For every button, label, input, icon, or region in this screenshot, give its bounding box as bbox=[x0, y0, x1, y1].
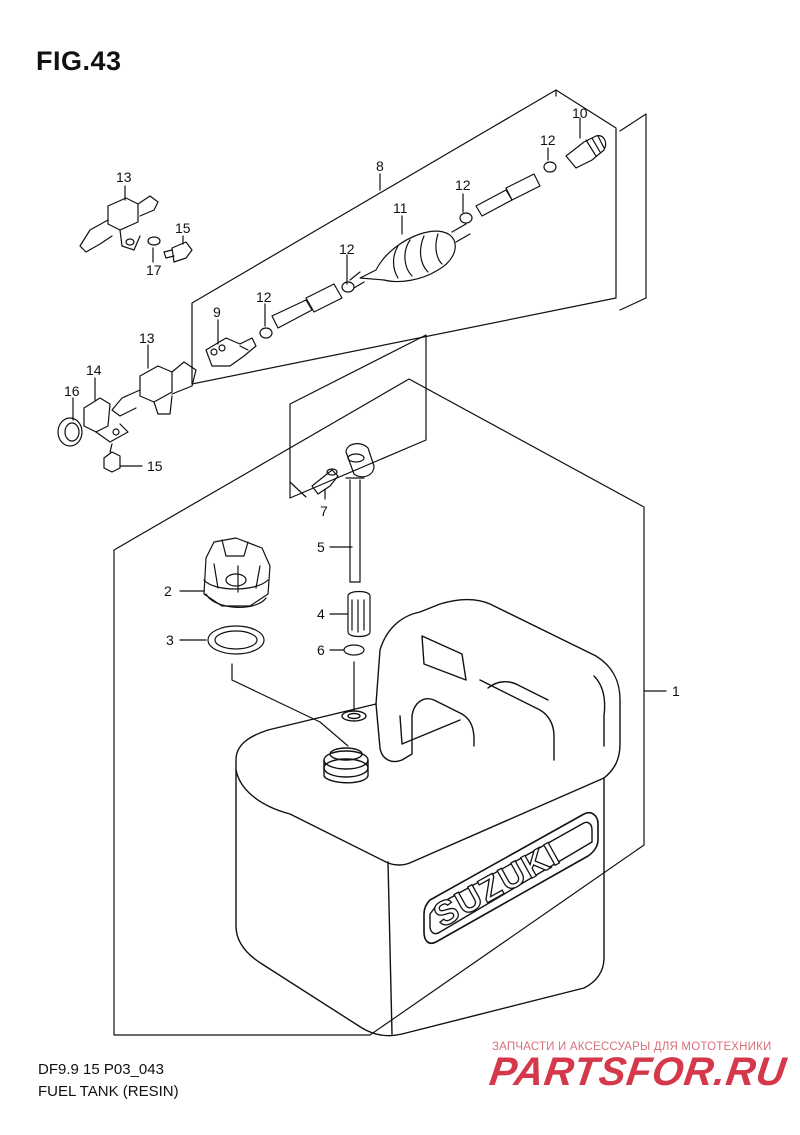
callout-10: 10 bbox=[572, 105, 588, 121]
bolt-part-15-upper bbox=[163, 241, 193, 263]
strainer-part-4 bbox=[347, 590, 371, 638]
ring-part-16 bbox=[57, 417, 83, 447]
callout-9: 9 bbox=[213, 304, 221, 320]
pickup-tube-part-5 bbox=[345, 443, 375, 583]
callout-2: 2 bbox=[164, 583, 172, 599]
callout-12-b: 12 bbox=[455, 177, 471, 193]
cap-part-2 bbox=[203, 537, 271, 608]
callout-5: 5 bbox=[317, 539, 325, 555]
fuel-line-box-outline bbox=[191, 89, 617, 385]
connector-part-13-lower bbox=[111, 361, 197, 417]
callout-8: 8 bbox=[376, 158, 384, 174]
bracket-part-14 bbox=[83, 397, 129, 443]
callout-14: 14 bbox=[86, 362, 102, 378]
callout-13-upper: 13 bbox=[116, 169, 132, 185]
callout-6: 6 bbox=[317, 642, 325, 658]
fuel-tank-body bbox=[235, 598, 621, 1037]
callout-15-lower: 15 bbox=[147, 458, 163, 474]
figure-model-code: DF9.9 15 P03_043 bbox=[38, 1061, 164, 1078]
tank-kit-box-outline bbox=[113, 378, 645, 1036]
callout-3: 3 bbox=[166, 632, 174, 648]
bolt-part-15-lower bbox=[103, 443, 121, 473]
primer-bulb-part-11 bbox=[349, 223, 471, 289]
figure-name: FUEL TANK (RESIN) bbox=[38, 1083, 179, 1100]
callout-7: 7 bbox=[320, 503, 328, 519]
washer-part-6 bbox=[343, 644, 365, 656]
washer-part-17 bbox=[147, 236, 161, 246]
watermark-tagline: ЗАПЧАСТИ И АКСЕССУАРЫ ДЛЯ МОТОТЕХНИКИ bbox=[492, 1041, 772, 1053]
pickup-subbox-outline bbox=[289, 334, 427, 499]
callout-16: 16 bbox=[64, 383, 80, 399]
gasket-to-neck-leader bbox=[231, 663, 349, 747]
callout-12-d: 12 bbox=[256, 289, 272, 305]
tank-brand-label: SUZUKI bbox=[427, 835, 567, 935]
callout-12-a: 12 bbox=[540, 132, 556, 148]
callout-11: 11 bbox=[393, 200, 408, 216]
callout-4: 4 bbox=[317, 606, 325, 622]
callout-17: 17 bbox=[146, 262, 162, 278]
callout-12-c: 12 bbox=[339, 241, 355, 257]
figure-title: FIG.43 bbox=[36, 46, 122, 76]
connector-part-10 bbox=[565, 135, 607, 169]
callout-13-lower: 13 bbox=[139, 330, 155, 346]
callout-1: 1 bbox=[672, 683, 680, 699]
callout-15-upper: 15 bbox=[175, 220, 191, 236]
gasket-part-3 bbox=[207, 625, 265, 655]
fuel-line-box-back bbox=[619, 113, 647, 311]
hose-clamps-part-12 bbox=[259, 161, 557, 339]
connector-part-9 bbox=[205, 337, 257, 367]
watermark-logo: PARTSFOR.RU bbox=[486, 1050, 790, 1094]
connector-part-13-upper bbox=[79, 195, 159, 253]
fuel-hose-segments bbox=[271, 173, 541, 329]
fitting-part-7 bbox=[311, 468, 339, 495]
